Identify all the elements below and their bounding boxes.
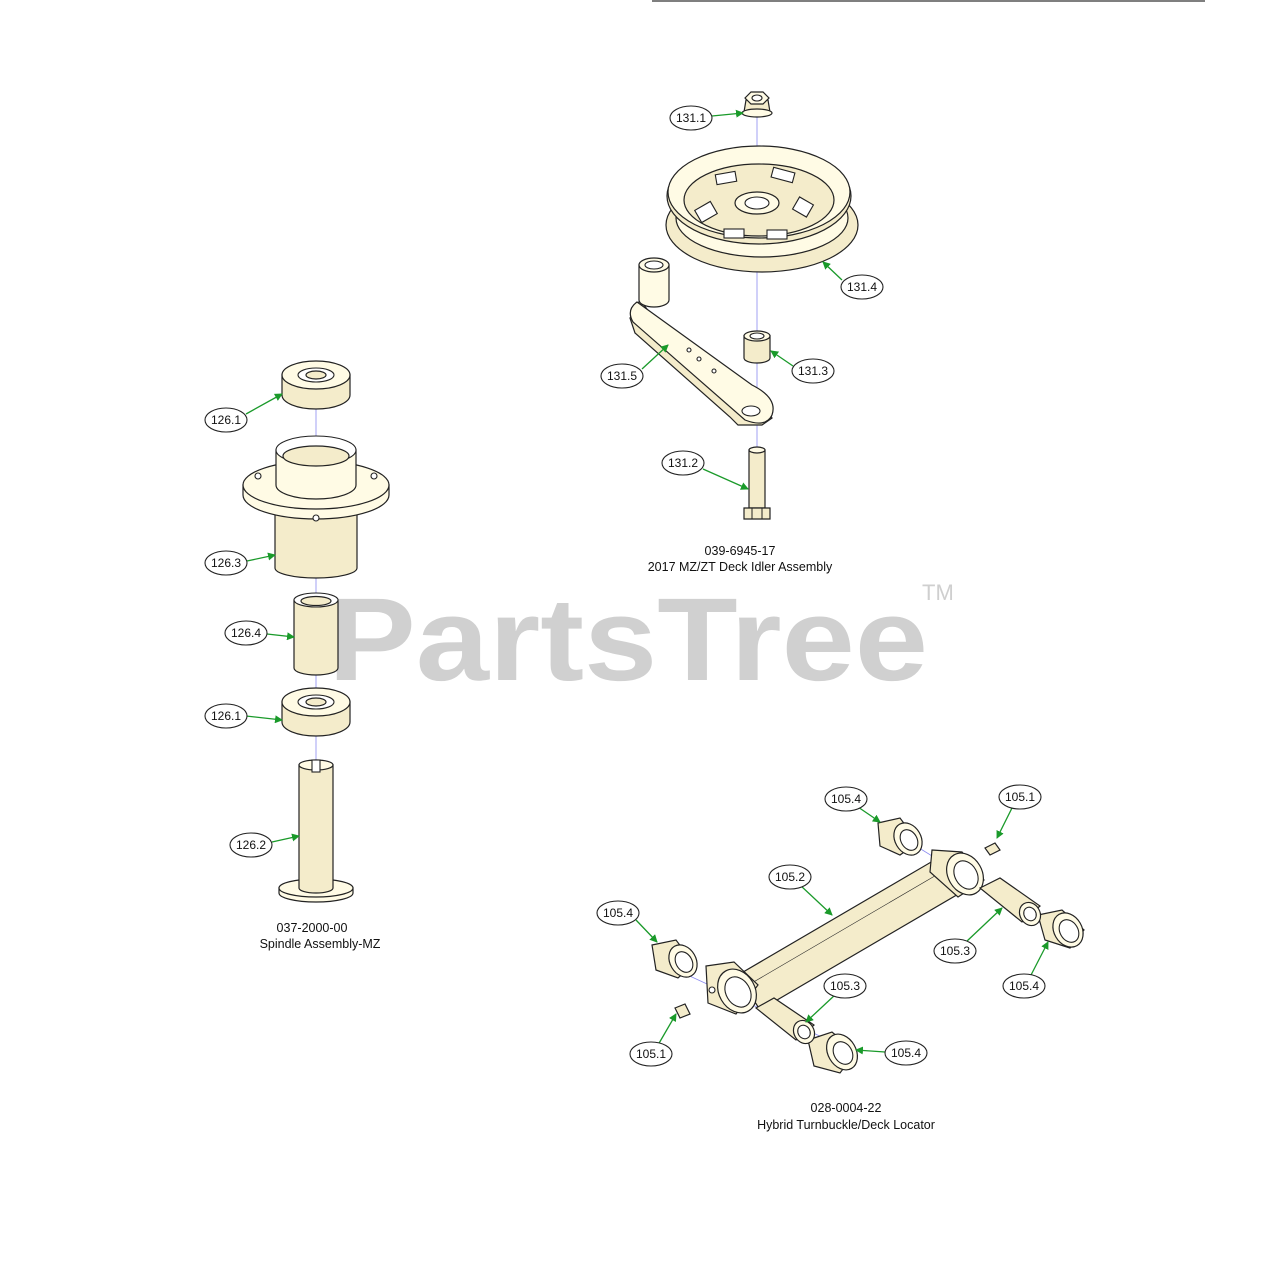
idler-spacer: [743, 330, 771, 364]
callout-131-4[interactable]: 131.4: [822, 261, 884, 300]
spacer-tube: [293, 592, 339, 676]
turnbuckle-assembly: 105.4 105.1 105.2 105.4 105.3 105.4: [596, 784, 1085, 1132]
svg-text:105.3: 105.3: [830, 979, 860, 993]
svg-text:131.4: 131.4: [847, 280, 877, 294]
idler-assembly-name: 2017 MZ/ZT Deck Idler Assembly: [648, 560, 833, 574]
svg-text:126.4: 126.4: [231, 626, 261, 640]
turnbuckle-part-number: 028-0004-22: [811, 1101, 882, 1115]
svg-text:126.3: 126.3: [211, 556, 241, 570]
watermark-tm: TM: [922, 580, 954, 605]
svg-text:105.4: 105.4: [891, 1046, 921, 1060]
idler-assembly: 131.1 131.4 131.5 131.3 131.2 039-6945-1…: [600, 91, 884, 574]
callout-105-2[interactable]: 105.2: [768, 864, 833, 916]
spacer-right: [978, 877, 1042, 927]
callout-105-4-bottom[interactable]: 105.4: [855, 1040, 928, 1066]
bearing-bottom: [281, 687, 351, 737]
svg-text:105.1: 105.1: [636, 1047, 666, 1061]
callout-126-2[interactable]: 126.2: [229, 832, 300, 858]
callout-105-3-right[interactable]: 105.3: [933, 907, 1003, 964]
callout-131-1[interactable]: 131.1: [669, 105, 744, 131]
watermark-text: PartsTree: [328, 574, 928, 706]
svg-text:105.3: 105.3: [940, 944, 970, 958]
svg-text:126.2: 126.2: [236, 838, 266, 852]
spindle-part-number: 037-2000-00: [277, 921, 348, 935]
callout-126-4[interactable]: 126.4: [224, 620, 295, 646]
callout-126-3[interactable]: 126.3: [204, 550, 276, 576]
turnbuckle-left-sleeve: [705, 961, 759, 1015]
svg-text:105.1: 105.1: [1005, 790, 1035, 804]
callout-105-3-bottom[interactable]: 105.3: [805, 973, 867, 1023]
idler-arm: [629, 257, 774, 426]
bushing-left: [651, 939, 698, 979]
idler-bolt: [743, 446, 771, 520]
turnbuckle-right-sleeve: [929, 849, 985, 898]
svg-text:131.5: 131.5: [607, 369, 637, 383]
spindle-shaft: [278, 759, 354, 903]
spindle-assembly-name: Spindle Assembly-MZ: [260, 937, 381, 951]
svg-text:131.2: 131.2: [668, 456, 698, 470]
svg-text:126.1: 126.1: [211, 413, 241, 427]
bearing-top: [281, 360, 351, 410]
spacer-bottom: [754, 997, 816, 1045]
svg-text:105.4: 105.4: [1009, 979, 1039, 993]
svg-text:126.1: 126.1: [211, 709, 241, 723]
turnbuckle-assembly-name: Hybrid Turnbuckle/Deck Locator: [757, 1118, 935, 1132]
svg-text:105.2: 105.2: [775, 870, 805, 884]
spindle-assembly: 126.1 126.3 126.4 126.1 126.2 037-2000-0…: [204, 360, 390, 951]
bushing-right: [1037, 909, 1085, 949]
callout-126-1-bottom[interactable]: 126.1: [204, 703, 283, 729]
bushing-bottom: [807, 1031, 859, 1074]
callout-131-5[interactable]: 131.5: [600, 344, 669, 389]
svg-text:131.1: 131.1: [676, 111, 706, 125]
callout-105-4-left[interactable]: 105.4: [596, 900, 658, 943]
bushing-upper-left: [877, 817, 923, 856]
grease-fitting-left: [674, 1003, 691, 1019]
idler-part-number: 039-6945-17: [705, 544, 776, 558]
idler-nut: [741, 91, 773, 118]
callout-105-4-upper[interactable]: 105.4: [824, 786, 881, 823]
svg-text:131.3: 131.3: [798, 364, 828, 378]
callout-131-3[interactable]: 131.3: [770, 350, 835, 384]
callout-105-1-upper[interactable]: 105.1: [996, 784, 1042, 839]
grease-fitting-right: [984, 842, 1001, 856]
callout-105-1-lower[interactable]: 105.1: [629, 1013, 677, 1067]
svg-text:105.4: 105.4: [603, 906, 633, 920]
callout-105-4-right[interactable]: 105.4: [1002, 941, 1049, 999]
callout-126-1-top[interactable]: 126.1: [204, 393, 283, 433]
spindle-housing: [242, 435, 390, 579]
idler-pulley: [665, 145, 859, 273]
callout-131-2[interactable]: 131.2: [661, 450, 749, 490]
svg-text:105.4: 105.4: [831, 792, 861, 806]
